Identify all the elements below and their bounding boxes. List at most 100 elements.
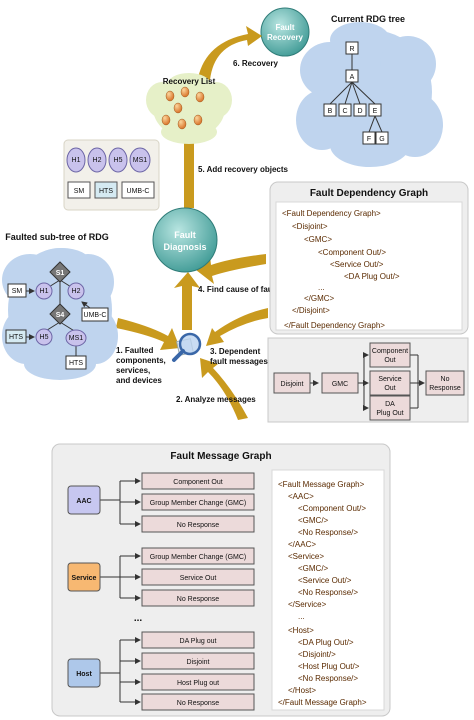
rdg-node-g: G: [379, 136, 384, 143]
svg-text:Fault: Fault: [174, 230, 196, 240]
fdg-xml-line: <Service Out/>: [330, 260, 384, 269]
svg-text:<No Response/>: <No Response/>: [298, 528, 358, 537]
svg-text:and devices: and devices: [116, 376, 162, 385]
fmg-msg: Component Out: [173, 479, 222, 486]
fmg-msg: Group Member Change (GMC): [150, 554, 246, 561]
rdg-node-e: E: [373, 108, 378, 115]
svg-text:<Host Plug Out/>: <Host Plug Out/>: [298, 662, 360, 671]
svg-text:<Service Out/>: <Service Out/>: [298, 576, 352, 585]
svg-text:<Service>: <Service>: [288, 552, 324, 561]
fmg-group-host: Host: [76, 671, 92, 678]
recovery-obj-hts: HTS: [99, 188, 113, 195]
fmg-msg: Service Out: [180, 575, 217, 582]
recovery-obj-sm: SM: [74, 188, 85, 195]
fmg-title: Fault Message Graph: [170, 451, 271, 462]
fdg-xml-line: <GMC>: [304, 235, 332, 244]
arrow-recovery: [198, 26, 262, 80]
svg-text:<No Response/>: <No Response/>: [298, 674, 358, 683]
arrow-analyze: [200, 358, 248, 420]
step-3-label-line2: fault messages: [210, 357, 268, 366]
fmg-msg: Disjoint: [187, 659, 210, 666]
rdg-tree-cloud: [296, 22, 443, 167]
subtree-node-hts-1: HTS: [9, 334, 23, 341]
flow-no-response-l1: No: [441, 376, 450, 383]
faulted-subtree: Faulted sub-tree of RDG S1 SM: [2, 232, 118, 380]
step-5-label: 5. Add recovery objects: [198, 165, 289, 174]
arrow-find-cause: [196, 254, 266, 284]
recovery-obj-h1: H1: [72, 157, 81, 164]
svg-text:<No Response/>: <No Response/>: [298, 588, 358, 597]
flow-component-out-l2: Out: [384, 357, 395, 364]
fmg-ellipsis: ...: [134, 613, 143, 624]
flow-arrows: [116, 26, 268, 420]
svg-text:<AAC>: <AAC>: [288, 492, 314, 501]
fmg-msg: Group Member Change (GMC): [150, 500, 246, 507]
fault-diagnosis-node: Fault Diagnosis: [152, 207, 218, 273]
fdg-xml-line: </GMC>: [304, 294, 335, 303]
recovery-obj-umbc: UMB-C: [127, 188, 150, 195]
subtree-node-h5: H5: [40, 334, 49, 341]
fdg-title: Fault Dependency Graph: [310, 188, 428, 199]
svg-text:<GMC/>: <GMC/>: [298, 516, 329, 525]
svg-text:Fault: Fault: [275, 23, 294, 32]
current-rdg-tree: Current RDG tree R A B C: [296, 14, 443, 167]
step-2-label: 2. Analyze messages: [176, 395, 256, 404]
arrow-add-recovery: [176, 124, 202, 208]
flow-no-response-l2: Response: [429, 385, 461, 392]
svg-text:1. Faulted: 1. Faulted: [116, 346, 153, 355]
step-6-label: 6. Recovery: [233, 59, 278, 68]
recovery-list-title: Recovery List: [163, 77, 216, 86]
fmg-msg: DA Plug out: [180, 638, 217, 645]
fault-recovery-node: Fault Recovery: [260, 7, 310, 57]
fmg-msg: No Response: [177, 596, 220, 603]
fmg-group-service: Service: [72, 575, 97, 582]
fdg-flow-diagram: Disjoint GMC Component Out Service Out D…: [267, 337, 469, 423]
rdg-node-d: D: [357, 108, 362, 115]
flow-disjoint: Disjoint: [281, 381, 304, 388]
flow-service-out-l1: Service: [378, 376, 401, 383]
fault-dependency-graph-panel: Fault Dependency Graph <Fault Dependency…: [269, 181, 469, 335]
flow-da-plug-out-l2: Plug Out: [376, 410, 403, 417]
subtree-node-hts-2: HTS: [69, 360, 83, 367]
subtree-node-h2: H2: [72, 288, 81, 295]
step-1-label: 1. Faulted components, services, and dev…: [116, 346, 166, 385]
svg-text:<Component Out/>: <Component Out/>: [298, 504, 366, 513]
recovery-list-cloud: Recovery List: [146, 73, 232, 144]
step-4-label: 4. Find cause of faults: [198, 285, 283, 294]
svg-text:services,: services,: [116, 366, 150, 375]
flow-gmc: GMC: [332, 381, 348, 388]
rdg-node-f: F: [367, 136, 371, 143]
rdg-node-c: C: [342, 108, 347, 115]
magnifier-icon: [172, 332, 202, 362]
svg-text:Diagnosis: Diagnosis: [163, 242, 206, 252]
recovery-objects-panel: H1 H2 H5 MS1 SM HTS UMB-C: [63, 139, 160, 211]
fdg-xml-line: <Disjoint>: [292, 222, 328, 231]
flow-service-out-l2: Out: [384, 385, 395, 392]
rdg-node-r: R: [349, 46, 354, 53]
fmg-msg: Host Plug out: [177, 680, 219, 687]
rdg-node-b: B: [328, 108, 333, 115]
fdg-xml-line: <DA Plug Out/>: [344, 272, 400, 281]
arrow-dependent: [206, 308, 268, 346]
fdg-xml-line: </Disjoint>: [292, 306, 330, 315]
fault-message-graph-panel: Fault Message Graph AAC Compone: [51, 443, 391, 717]
svg-text:</Service>: </Service>: [288, 600, 327, 609]
svg-text:...: ...: [298, 612, 305, 621]
svg-text:</AAC>: </AAC>: [288, 540, 316, 549]
svg-text:<Disjoint/>: <Disjoint/>: [298, 650, 336, 659]
subtree-node-sm: SM: [12, 288, 23, 295]
svg-text:components,: components,: [116, 356, 166, 365]
recovery-obj-h5: H5: [114, 157, 123, 164]
flow-da-plug-out-l1: DA: [385, 401, 395, 408]
svg-text:Recovery: Recovery: [267, 33, 304, 42]
fdg-xml-line: <Fault Dependency Graph>: [282, 209, 381, 218]
recovery-obj-ms1: MS1: [133, 157, 148, 164]
svg-text:<Fault Message Graph>: <Fault Message Graph>: [278, 480, 365, 489]
fmg-group-aac: AAC: [76, 498, 91, 505]
svg-text:</Fault Message Graph>: </Fault Message Graph>: [278, 698, 367, 707]
arrow-diag-up: [174, 272, 200, 330]
svg-text:</Host>: </Host>: [288, 686, 316, 695]
fmg-msg: No Response: [177, 522, 220, 529]
step-3-label-line1: 3. Dependent: [210, 347, 261, 356]
